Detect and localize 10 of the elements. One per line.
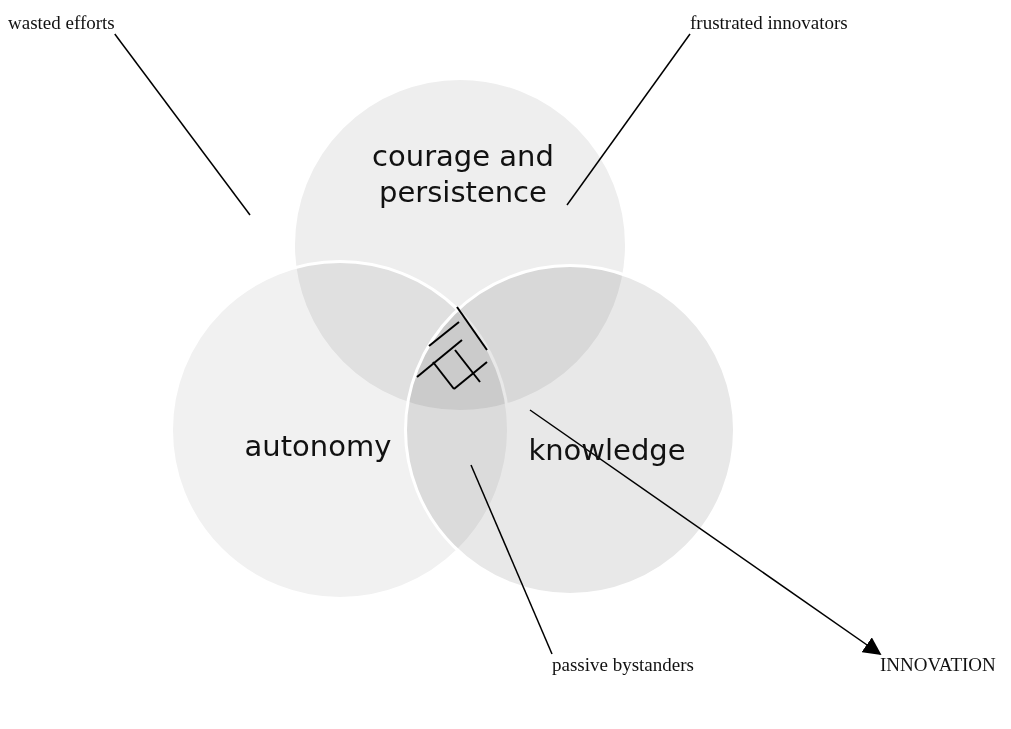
leader-line	[566, 33, 691, 206]
annotation-text: passive bystanders	[552, 654, 694, 676]
leader-line	[114, 33, 251, 216]
annotation-text: frustrated innovators	[690, 12, 848, 34]
annotation-text: wasted efforts	[8, 12, 115, 34]
arrow	[529, 409, 882, 656]
circle-label: courage and persistence	[371, 138, 555, 211]
circle-label: autonomy	[243, 428, 393, 465]
annotation-text: INNOVATION	[880, 654, 996, 676]
leader-line	[470, 464, 553, 655]
